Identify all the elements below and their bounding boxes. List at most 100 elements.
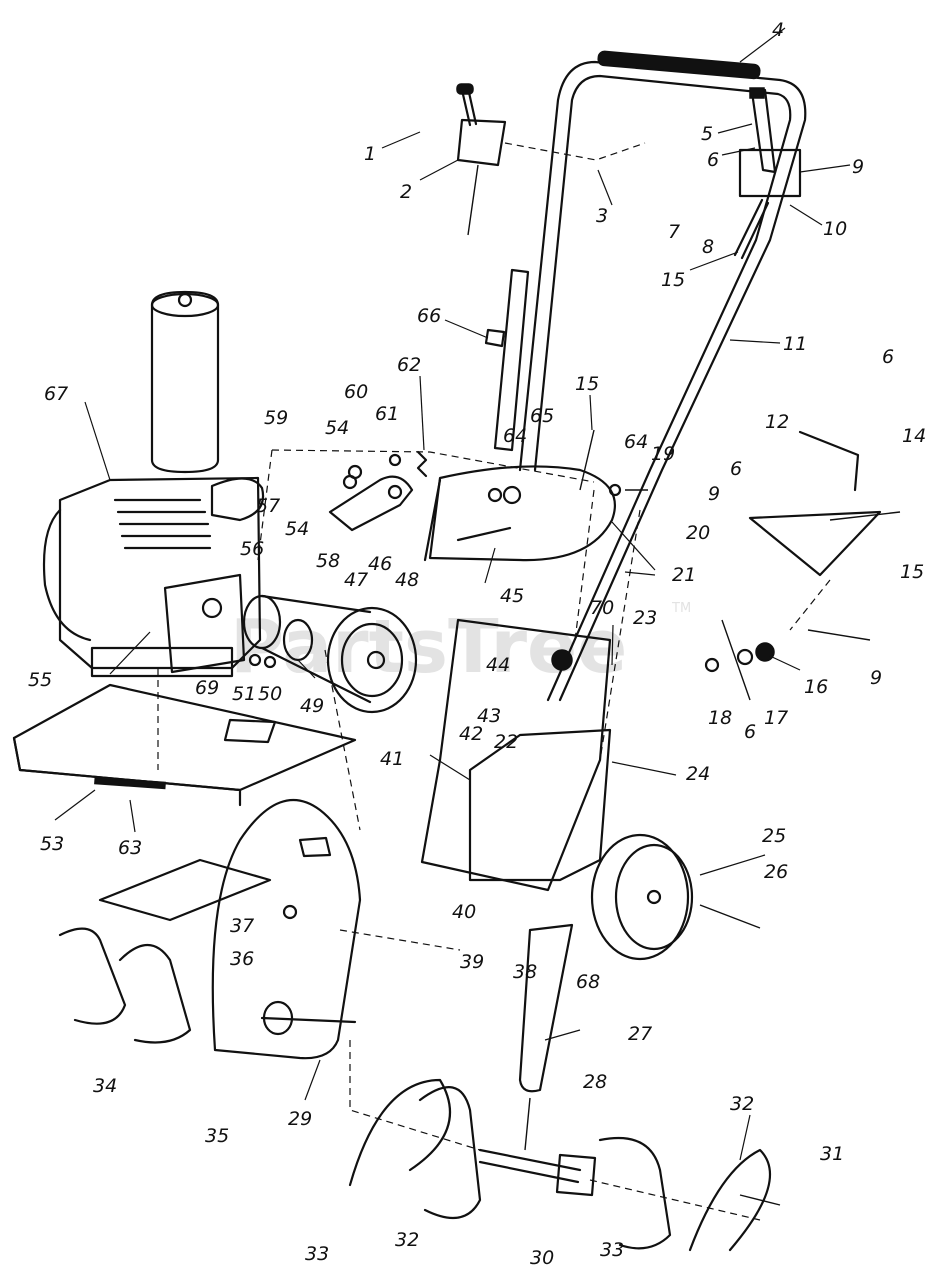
wheel-tire — [590, 833, 690, 961]
callout-68: 68 — [576, 971, 600, 993]
large-pulley — [326, 606, 418, 714]
callout-62: 62 — [397, 354, 421, 376]
tine-right-1 — [348, 1078, 452, 1187]
control-lever — [750, 88, 777, 174]
spacer-64b — [608, 483, 622, 497]
fender-slot — [223, 718, 277, 744]
drive-belt — [260, 594, 372, 704]
tine-left-1 — [58, 927, 127, 1025]
callout-5: 5 — [701, 123, 713, 145]
handle-bar — [518, 60, 807, 702]
callout-29: 29 — [288, 1108, 312, 1130]
washer-54 — [347, 464, 363, 480]
callout-32-left: 32 — [395, 1229, 419, 1251]
spring-16 — [755, 642, 775, 662]
callout-45: 45 — [500, 585, 524, 607]
callout-37: 37 — [230, 915, 254, 937]
callout-33-left: 33 — [305, 1243, 329, 1265]
lever-plate-upper — [748, 510, 882, 577]
handle-grip — [597, 50, 761, 80]
handle-lower-left — [493, 268, 530, 452]
callout-60: 60 — [344, 381, 368, 403]
shift-rod-upper — [733, 198, 770, 260]
callout-9-lower: 9 — [870, 667, 882, 689]
nut-18 — [704, 657, 720, 673]
callout-59: 59 — [264, 407, 288, 429]
callout-3: 3 — [596, 205, 608, 227]
callout-46: 46 — [368, 553, 392, 575]
callout-34: 34 — [93, 1075, 117, 1097]
callout-54-lower: 54 — [285, 518, 309, 540]
large-pulley-hub — [366, 650, 386, 670]
callout-47: 47 — [344, 569, 368, 591]
engine-base — [90, 646, 234, 678]
idler-arm-pivot — [387, 484, 403, 500]
callout-49: 49 — [300, 695, 324, 717]
shift-rod-right — [829, 511, 901, 521]
callout-22: 22 — [494, 731, 518, 753]
lever-detail — [704, 430, 901, 701]
tine-support — [98, 858, 272, 922]
wheel-hub — [646, 889, 662, 905]
clevis-pin-28 — [524, 1097, 531, 1151]
callout-48: 48 — [395, 569, 419, 591]
callout-25: 25 — [762, 825, 786, 847]
callout-33-right: 33 — [600, 1239, 624, 1261]
belt-guard-assembly — [328, 429, 648, 562]
callout-61: 61 — [375, 403, 399, 425]
callout-23: 23 — [633, 607, 657, 629]
spring-62 — [416, 450, 428, 478]
throttle-lever-knob — [456, 83, 474, 95]
watermark-text: PartsTree — [230, 604, 627, 690]
callout-18: 18 — [708, 707, 732, 729]
washer-51 — [248, 653, 262, 667]
lever-link-upper — [798, 430, 860, 492]
callout-66: 66 — [417, 305, 441, 327]
callout-40: 40 — [452, 901, 476, 923]
throttle-cable — [467, 164, 479, 236]
callout-26: 26 — [764, 861, 788, 883]
assembly-lines — [157, 142, 831, 1221]
callouts: 1 2 3 4 5 6 7 8 9 10 11 15 66 62 15 6 12… — [28, 19, 926, 1269]
callout-28: 28 — [583, 1071, 607, 1093]
handle-clip — [484, 328, 506, 348]
callout-30: 30 — [530, 1247, 554, 1269]
callout-9: 9 — [852, 156, 864, 178]
callout-4: 4 — [772, 19, 784, 41]
throttle-control — [456, 118, 507, 167]
wheel-rim — [614, 843, 694, 951]
callout-36: 36 — [230, 948, 254, 970]
callout-63: 63 — [118, 837, 142, 859]
callout-19: 19 — [651, 443, 675, 465]
callout-55: 55 — [28, 669, 52, 691]
watermark: PartsTree TM — [230, 601, 691, 690]
gearbox-plug — [282, 904, 298, 920]
callout-6-detail: 6 — [882, 346, 894, 368]
callout-27: 27 — [628, 1023, 652, 1045]
bolt-31 — [739, 1194, 781, 1206]
wheel-axle — [699, 904, 761, 929]
shaft-seal — [262, 1000, 294, 1036]
frame-plate — [468, 728, 612, 882]
callout-51: 51 — [232, 683, 256, 705]
lever-rod-lower — [721, 619, 871, 701]
callout-57: 57 — [256, 495, 280, 517]
callout-64-right: 64 — [624, 431, 648, 453]
handle-assembly — [456, 50, 807, 702]
transmission-housing — [163, 573, 246, 674]
gearbox-housing — [211, 798, 362, 1060]
transmission-shaft — [201, 597, 223, 619]
spacer-64 — [487, 487, 503, 503]
idler-arm — [328, 475, 414, 532]
callout-6-lower: 6 — [744, 721, 756, 743]
callout-50: 50 — [258, 683, 282, 705]
callout-54: 54 — [325, 417, 349, 439]
callout-35: 35 — [205, 1125, 229, 1147]
engine-recoil — [42, 508, 92, 642]
gearbox — [98, 798, 362, 1060]
callout-21: 21 — [672, 564, 696, 586]
lever-bracket — [738, 148, 802, 198]
callout-8: 8 — [702, 236, 714, 258]
engine-cap-knob — [177, 292, 193, 308]
callout-14: 14 — [902, 425, 926, 447]
